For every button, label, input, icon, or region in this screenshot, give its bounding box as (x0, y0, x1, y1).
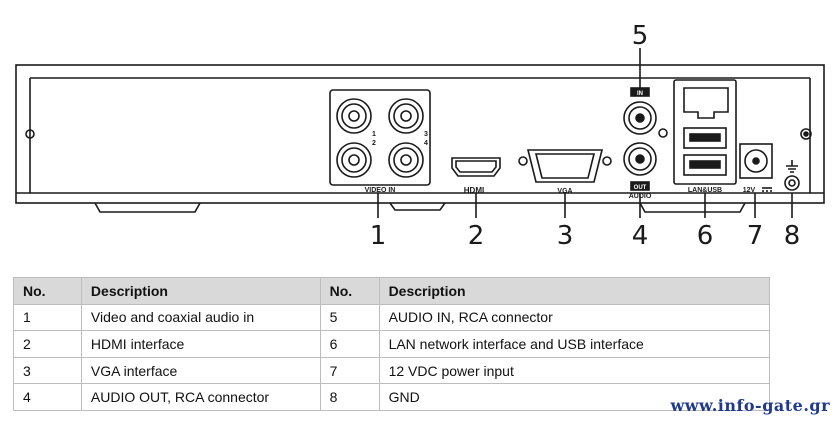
foot-left (94, 202, 201, 213)
callout-8: 8 (784, 221, 801, 251)
channel-3-label: 3 (424, 131, 428, 138)
foot-right (639, 202, 746, 213)
chassis-outline (15, 64, 825, 204)
device-rear-panel-diagram: VIDEO IN HDMI VGA AUDIO IN OUT LAN&USB 1… (15, 21, 825, 251)
channel-2-label: 2 (372, 140, 376, 147)
cell-description: GND (378, 383, 771, 411)
audio-out-rca-icon (623, 142, 657, 176)
header-no-2: No. (319, 277, 380, 305)
callout-3: 3 (557, 221, 574, 251)
bnc-connector-4 (388, 142, 424, 178)
callout-5: 5 (632, 21, 649, 51)
table-row: 3 VGA interface 7 12 VDC power input (13, 356, 771, 385)
channel-1-label: 1 (372, 131, 376, 138)
cell-no: 1 (13, 303, 82, 332)
cell-description: 12 VDC power input (378, 356, 771, 385)
vga-port-icon (526, 149, 604, 183)
left-screw-icon (25, 129, 35, 139)
header-description-1: Description (80, 277, 321, 305)
lan-port-icon (683, 87, 729, 119)
audio-out-label: OUT (634, 185, 647, 191)
power-label: 12V (743, 187, 756, 194)
foot-center (389, 202, 446, 211)
callout-7: 7 (747, 221, 764, 251)
power-jack-icon (744, 149, 768, 173)
cell-description: AUDIO IN, RCA connector (378, 303, 771, 332)
audio-screw-icon (658, 128, 668, 138)
watermark-text: www.info-gate.gr (670, 396, 830, 415)
table-row: 2 HDMI interface 6 LAN network interface… (13, 330, 771, 358)
vga-screw-right-icon (602, 156, 612, 166)
power-jack-housing (739, 143, 773, 179)
usb-port-1-icon (683, 127, 727, 149)
audio-label: AUDIO (629, 193, 652, 200)
bnc-connector-3 (388, 98, 424, 134)
cell-description: Video and coaxial audio in (80, 303, 321, 332)
cell-description: AUDIO OUT, RCA connector (80, 383, 321, 411)
callout-6: 6 (697, 221, 714, 251)
cell-no: 8 (319, 383, 380, 411)
callout-1: 1 (370, 221, 387, 251)
cell-description: VGA interface (80, 356, 321, 385)
video-in-label: VIDEO IN (365, 187, 396, 194)
audio-in-label: IN (637, 91, 643, 97)
audio-in-rca-icon (623, 101, 657, 135)
callout-4: 4 (632, 221, 649, 251)
cell-description: HDMI interface (80, 330, 321, 358)
right-screw-icon (800, 128, 812, 140)
header-description-2: Description (378, 277, 771, 305)
ground-terminal-icon (784, 175, 800, 191)
lan-usb-panel (673, 79, 737, 185)
channel-4-label: 4 (424, 140, 428, 147)
cell-no: 3 (13, 356, 82, 385)
hdmi-label: HDMI (464, 186, 484, 195)
hdmi-port-icon (451, 157, 501, 177)
header-no-1: No. (13, 277, 82, 305)
vga-screw-left-icon (518, 156, 528, 166)
cell-no: 7 (319, 356, 380, 385)
table-header-row: No. Description No. Description (13, 277, 771, 305)
cell-no: 6 (319, 330, 380, 358)
vga-label: VGA (557, 188, 572, 195)
cell-no: 5 (319, 303, 380, 332)
cell-no: 2 (13, 330, 82, 358)
cell-description: LAN network interface and USB interface (378, 330, 771, 358)
audio-out-badge (630, 181, 650, 191)
table-row: 4 AUDIO OUT, RCA connector 8 GND (13, 383, 771, 411)
video-in-panel (329, 89, 431, 186)
table-row: 1 Video and coaxial audio in 5 AUDIO IN,… (13, 303, 771, 332)
lan-usb-label: LAN&USB (688, 187, 722, 194)
description-table: No. Description No. Description 1 Video … (13, 277, 771, 411)
bnc-connector-2 (336, 142, 372, 178)
ground-symbol-icon (786, 160, 798, 173)
cell-no: 4 (13, 383, 82, 411)
usb-port-2-icon (683, 154, 727, 176)
bnc-connector-1 (336, 98, 372, 134)
callout-2: 2 (468, 221, 485, 251)
